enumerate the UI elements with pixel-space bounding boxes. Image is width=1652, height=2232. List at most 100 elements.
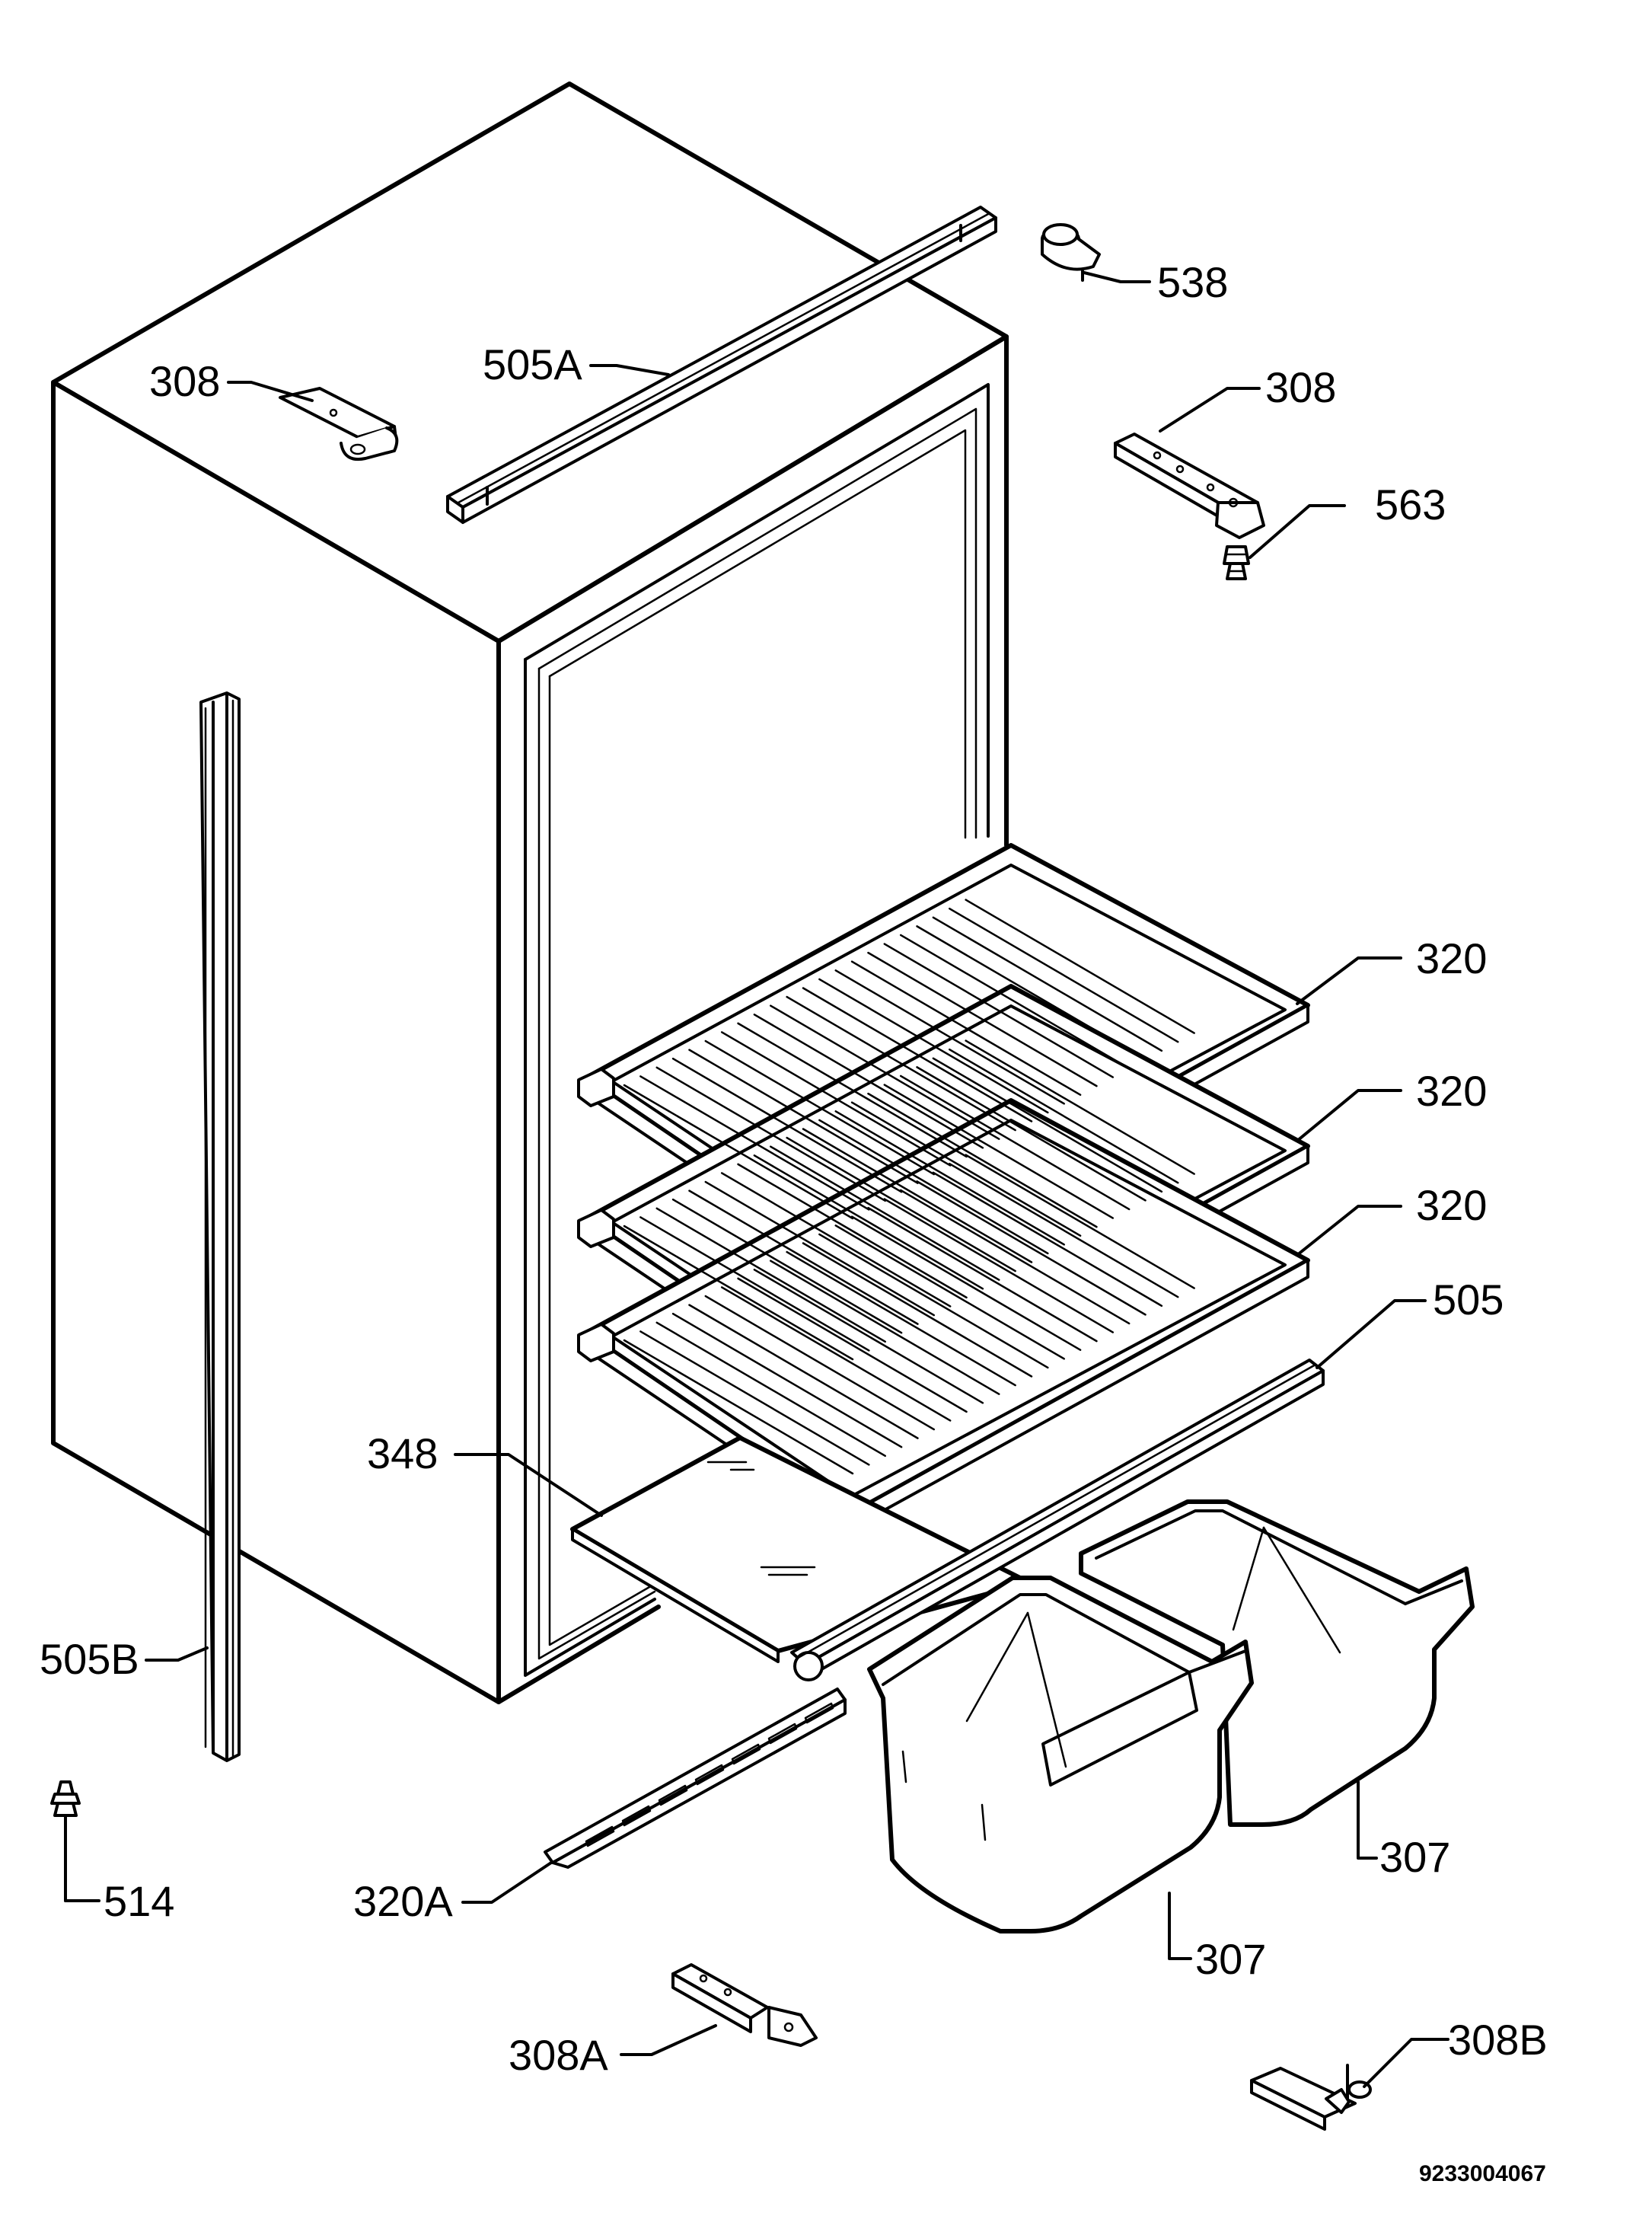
shelf-hatch-line <box>688 1304 919 1439</box>
shelf-hatch-line <box>753 1154 984 1290</box>
part-308b-hinge-bottom <box>1250 2064 1372 2131</box>
shelf-hatch-line <box>916 1180 1147 1316</box>
shelf-hatch-line <box>932 1171 1163 1308</box>
part-505-seal <box>790 1359 1325 1681</box>
shelf-hatch-line <box>867 1206 1098 1343</box>
shelf-hatch-line <box>770 1004 1000 1140</box>
shelf-hatch-line <box>704 1180 936 1317</box>
label-514: 514 <box>104 1877 174 1925</box>
shelf-hatch-line <box>867 1092 1098 1228</box>
label-505b: 505B <box>40 1635 139 1683</box>
shelf-hatch-line <box>737 1277 968 1413</box>
shelf-hatch-line <box>834 1225 1065 1360</box>
drawer-307-right <box>1079 1499 1475 1827</box>
part-308-hinge-top-right <box>1114 433 1265 539</box>
shelf-hatch-line <box>834 969 1065 1105</box>
shelf-hatch-line <box>737 1022 968 1158</box>
shelf-hatch-line <box>639 1330 870 1466</box>
shelf-hatch-line <box>639 1216 870 1352</box>
shelf-hatch-line <box>949 1048 1179 1184</box>
shelf-hatch-line <box>623 1084 854 1220</box>
shelf-hatch-line <box>965 1154 1195 1289</box>
rail-slot <box>621 1805 652 1827</box>
shelf-hatch-line <box>623 1225 854 1361</box>
rail-slot <box>694 1764 725 1786</box>
shelf-hatch-line <box>786 995 1016 1132</box>
label-308b: 308B <box>1448 2016 1548 2064</box>
rail-slot <box>658 1784 688 1806</box>
shelf-hatch-line <box>671 1312 903 1448</box>
label-320-shelf-3: 320 <box>1416 1181 1487 1229</box>
shelf-hatch-line <box>688 1189 919 1325</box>
part-514-foot <box>50 1780 81 1902</box>
shelf-hatch-line <box>655 1066 886 1202</box>
shelf-hatch-line <box>704 1295 936 1431</box>
shelf-hatch-line <box>770 1260 1000 1395</box>
shelf-hatch-line <box>639 1075 870 1211</box>
label-320-shelf-1: 320 <box>1416 934 1487 982</box>
shelf-hatch-line <box>802 1128 1033 1263</box>
label-307-right: 307 <box>1379 1833 1450 1881</box>
cabinet-body <box>51 81 1009 1704</box>
label-308-top-left: 308 <box>149 357 220 405</box>
shelf-hatch-line <box>704 1039 936 1176</box>
label-307-left: 307 <box>1195 1935 1266 1983</box>
shelf-hatch-line <box>883 1084 1115 1219</box>
shelf-hatch-line <box>965 899 1195 1034</box>
shelf-hatch-line <box>786 1136 1016 1272</box>
label-320a: 320A <box>353 1877 453 1925</box>
shelf-hatch-line <box>818 1119 1049 1255</box>
rail-slot <box>804 1702 834 1724</box>
shelf-hatch-line <box>818 978 1049 1114</box>
shelf-hatch-line <box>899 1074 1131 1211</box>
shelf-hatch-line <box>720 1031 952 1167</box>
part-505b-door-seal <box>199 691 241 1762</box>
label-348: 348 <box>367 1429 438 1477</box>
shelf-hatch-line <box>737 1163 968 1299</box>
rail-slot <box>731 1743 761 1765</box>
shelf-hatch-line <box>818 1233 1049 1369</box>
shelf-hatch-line <box>753 1014 984 1149</box>
label-505a: 505A <box>483 340 582 388</box>
shelf-hatch-line <box>802 987 1033 1122</box>
shelf-hatch-line <box>965 1039 1195 1175</box>
shelf-hatch-line <box>949 1162 1179 1298</box>
label-308a: 308A <box>509 2031 608 2079</box>
shelf-hatch-line <box>899 1189 1131 1325</box>
shelf-hatch-line <box>899 934 1131 1070</box>
part-labels: 538 308 505A 308 563 320 320 320 505 348… <box>40 258 1548 2186</box>
rail-slot <box>767 1723 798 1745</box>
shelf-hatch-line <box>753 1269 984 1404</box>
shelf-hatch-line <box>655 1321 886 1458</box>
shelf-hatch-line <box>850 1101 1082 1237</box>
shelf-hatch-line <box>932 916 1163 1052</box>
shelf-hatch-line <box>932 1057 1163 1193</box>
shelf-hatch-line <box>770 1145 1000 1281</box>
top-rail-505a <box>446 206 997 524</box>
leader-lines <box>64 271 1449 2088</box>
shelf-hatch-line <box>850 1215 1082 1351</box>
document-id: 9233004067 <box>1419 2161 1546 2186</box>
shelf-hatch-line <box>688 1049 919 1184</box>
shelf-hatch-line <box>834 1110 1065 1246</box>
shelf-hatch-line <box>655 1207 886 1343</box>
shelf-hatch-line <box>949 907 1179 1043</box>
shelf-hatch-line <box>867 951 1098 1087</box>
shelf-hatch-line <box>883 1198 1115 1333</box>
shelf-hatch-line <box>720 1172 952 1308</box>
shelf-hatch-line <box>916 1066 1147 1202</box>
part-308a-hinge-bottom <box>671 1963 818 2047</box>
shelf-hatch-line <box>916 925 1147 1061</box>
shelf-hatch-line <box>802 1242 1033 1378</box>
label-308-top-right: 308 <box>1265 363 1336 411</box>
shelf-hatch-line <box>786 1250 1016 1387</box>
part-563-hinge-pin <box>1223 545 1250 580</box>
shelf-hatch-line <box>720 1286 952 1422</box>
shelf-hatch-line <box>671 1198 903 1334</box>
part-538-cap <box>1041 223 1101 282</box>
drawer-307-left <box>867 1576 1254 1933</box>
shelf-hatch-line <box>850 960 1082 1096</box>
part-320a-shelf-rail <box>544 1688 847 1869</box>
